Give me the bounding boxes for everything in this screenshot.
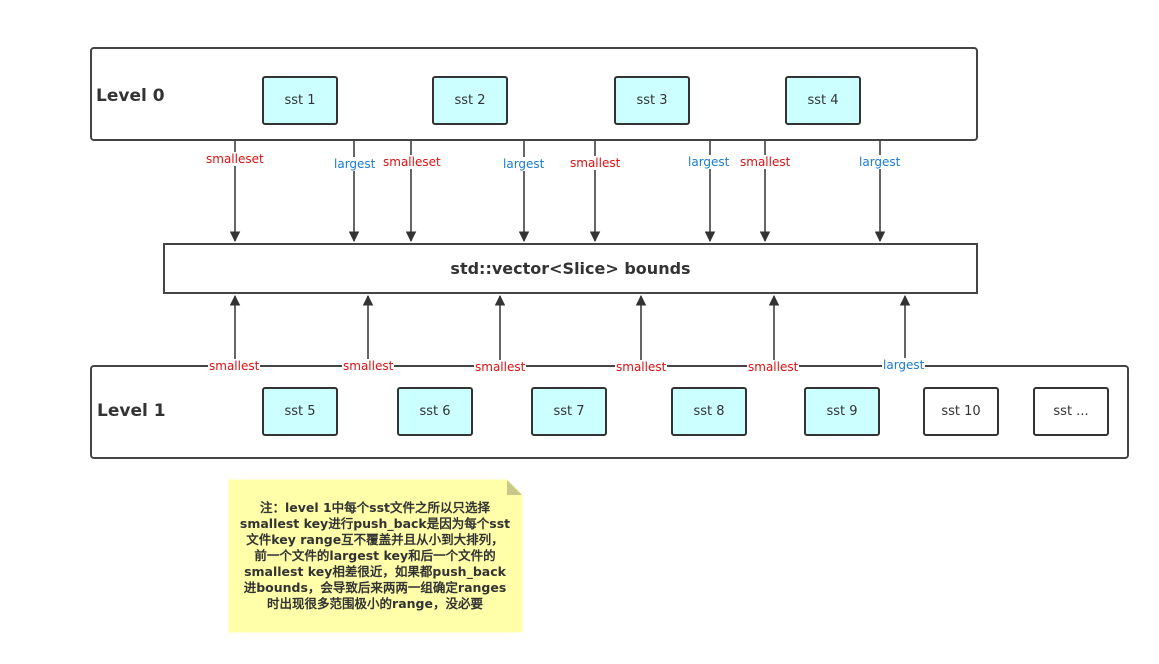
smallest-label-sst1: smalleset bbox=[205, 152, 265, 166]
smallest-label-sst2: smalleset bbox=[382, 155, 442, 169]
largest-label-sst1: largest bbox=[333, 157, 377, 171]
smallest-label-sst8: smallest bbox=[615, 360, 668, 374]
smallest-label-sst7: smallest bbox=[474, 360, 527, 374]
sst-file-4: sst 4 bbox=[785, 76, 861, 125]
bounds-vector: std::vector<Slice> bounds bbox=[163, 243, 978, 294]
sst-file-2: sst 2 bbox=[432, 76, 508, 125]
largest-label-sst9: largest bbox=[882, 358, 926, 372]
sst-file-10: sst 10 bbox=[923, 387, 999, 436]
note-fold bbox=[507, 480, 522, 495]
sst-file-1: sst 1 bbox=[262, 76, 338, 125]
largest-label-sst3: largest bbox=[687, 155, 731, 169]
largest-label-sst4: largest bbox=[858, 155, 902, 169]
sst-file-more: sst ... bbox=[1033, 387, 1109, 436]
smallest-label-sst9: smallest bbox=[747, 360, 800, 374]
largest-label-sst2: largest bbox=[502, 157, 546, 171]
smallest-label-sst3: smallest bbox=[569, 156, 622, 170]
note-shape bbox=[228, 479, 523, 633]
level-0-title: Level 0 bbox=[96, 86, 165, 106]
sst-file-3: sst 3 bbox=[614, 76, 690, 125]
sst-file-6: sst 6 bbox=[397, 387, 473, 436]
sst-file-8: sst 8 bbox=[671, 387, 747, 436]
note-text: 注：level 1中每个sst文件之所以只选择 smallest key进行pu… bbox=[239, 500, 511, 611]
sst-file-5: sst 5 bbox=[262, 387, 338, 436]
smallest-label-sst6: smallest bbox=[342, 359, 395, 373]
sst-file-7: sst 7 bbox=[531, 387, 607, 436]
level-1-title: Level 1 bbox=[97, 401, 166, 421]
sst-file-9: sst 9 bbox=[804, 387, 880, 436]
smallest-label-sst4: smallest bbox=[739, 155, 792, 169]
smallest-label-sst5: smallest bbox=[208, 359, 261, 373]
